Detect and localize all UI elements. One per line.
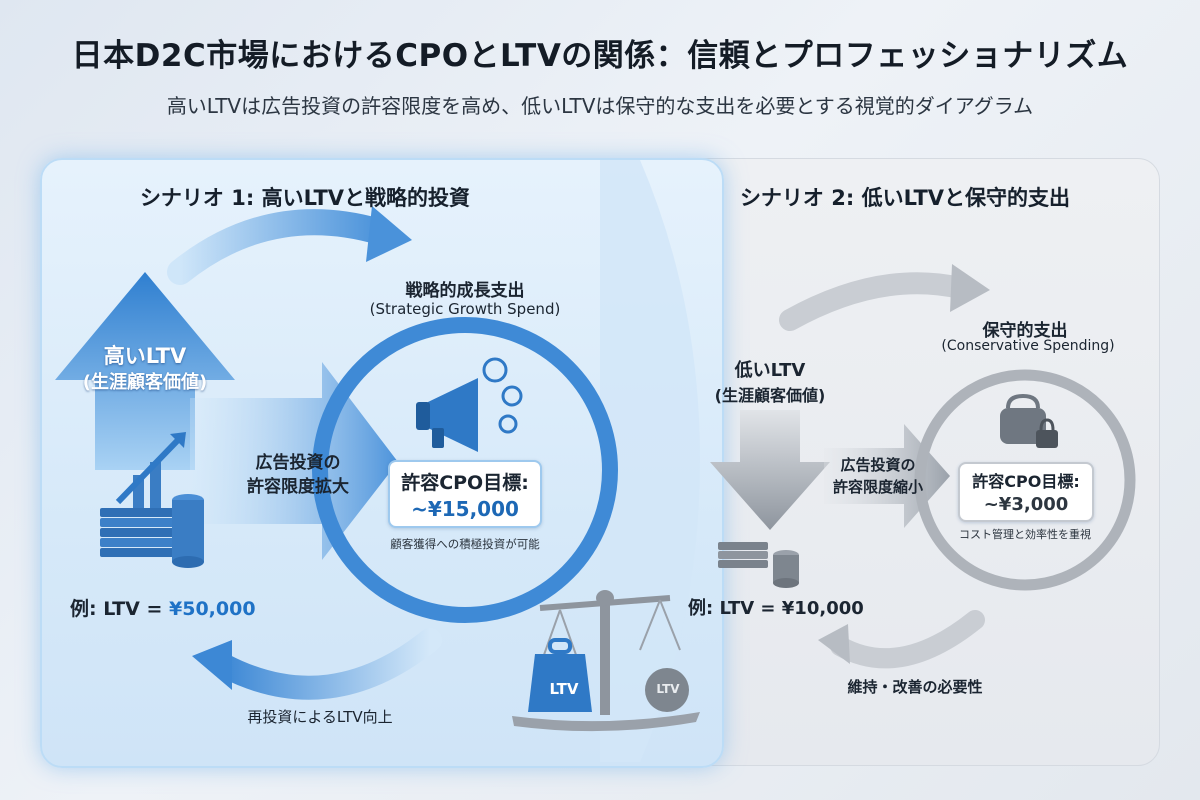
page-title: 日本D2C市場におけるCPOとLTVの関係：信頼とプロフェッショナリズム: [71, 38, 1129, 74]
reinvest-label: 再投資によるLTV向上: [247, 708, 393, 726]
ad-limit-right-arrow: [190, 362, 398, 560]
s2-top-cycle-arrow: [779, 272, 971, 331]
light-weight: [645, 668, 689, 712]
s2-top-cycle-arrow-head: [950, 264, 990, 312]
wallet-lock-icon: [1000, 393, 1058, 448]
bottom-cycle-arrow: [213, 628, 442, 700]
money-growth-icon: [100, 432, 204, 568]
low-ltv-down-arrow: [710, 410, 830, 530]
s2-bottom-cycle-arrow-head: [818, 624, 850, 664]
heavy-weight: [528, 654, 592, 712]
s1-cpo-value: ~¥15,000: [411, 497, 519, 521]
strategic-spend-label-en: (Strategic Growth Spend): [369, 300, 561, 318]
money-small-icon: [718, 542, 799, 588]
ad-limit-expand-label-1: 広告投資の: [255, 453, 341, 473]
light-weight-label: LTV: [656, 682, 680, 696]
s2-cpo-value: ~¥3,000: [983, 494, 1069, 515]
maintain-label: 維持・改善の必要性: [847, 678, 983, 696]
s2-cpo-note: コスト管理と効率性を重視: [959, 528, 1091, 541]
low-ltv-sublabel: (生涯顧客価値): [714, 386, 826, 405]
s1-cpo-target-box: 許容CPO目標: ~¥15,000: [388, 460, 542, 528]
conservative-spend-label-en: (Conservative Spending): [941, 338, 1115, 354]
s1-cpo-label: 許容CPO目標:: [401, 472, 529, 494]
heavy-weight-label: LTV: [549, 680, 579, 698]
ad-limit-shrink-label-1: 広告投資の: [840, 456, 916, 474]
high-ltv-sublabel: (生涯顧客価値): [82, 372, 208, 393]
s2-cpo-label: 許容CPO目標:: [972, 472, 1080, 491]
top-cycle-arrow-head: [366, 206, 412, 262]
top-cycle-arrow: [167, 209, 393, 285]
s2-example-ltv: 例: LTV = ¥10,000: [688, 598, 864, 619]
conservative-spend-label: 保守的支出: [982, 321, 1068, 341]
panel-chevron: [600, 160, 700, 762]
s1-example-value: ¥50,000: [169, 598, 256, 620]
s1-cpo-note: 顧客獲得への積極投資が可能: [390, 537, 540, 551]
balance-scale-icon: [512, 590, 700, 732]
s1-example-ltv: 例: LTV = ¥50,000: [70, 598, 256, 620]
conservative-spend-circle: [914, 369, 1136, 591]
scenario2-title: シナリオ 2: 低いLTVと保守的支出: [739, 186, 1071, 210]
bottom-cycle-arrow-head: [192, 640, 232, 690]
ad-limit-expand-label-2: 許容限度拡大: [247, 477, 349, 497]
s2-cpo-target-box: 許容CPO目標: ~¥3,000: [958, 462, 1094, 522]
ad-limit-shrink-label-2: 許容限度縮小: [832, 478, 923, 496]
page-subtitle: 高いLTVは広告投資の許容限度を高め、低いLTVは保守的な支出を必要とする視覚的…: [166, 94, 1034, 118]
scenario1-title: シナリオ 1: 高いLTVと戦略的投資: [139, 186, 471, 210]
strategic-spend-circle: [312, 317, 618, 623]
high-ltv-label: 高いLTV: [103, 344, 187, 368]
s2-bottom-cycle-arrow: [830, 610, 985, 669]
strategic-spend-label: 戦略的成長支出: [405, 281, 525, 301]
megaphone-icon: [416, 357, 523, 452]
low-ltv-label: 低いLTV: [734, 360, 806, 381]
